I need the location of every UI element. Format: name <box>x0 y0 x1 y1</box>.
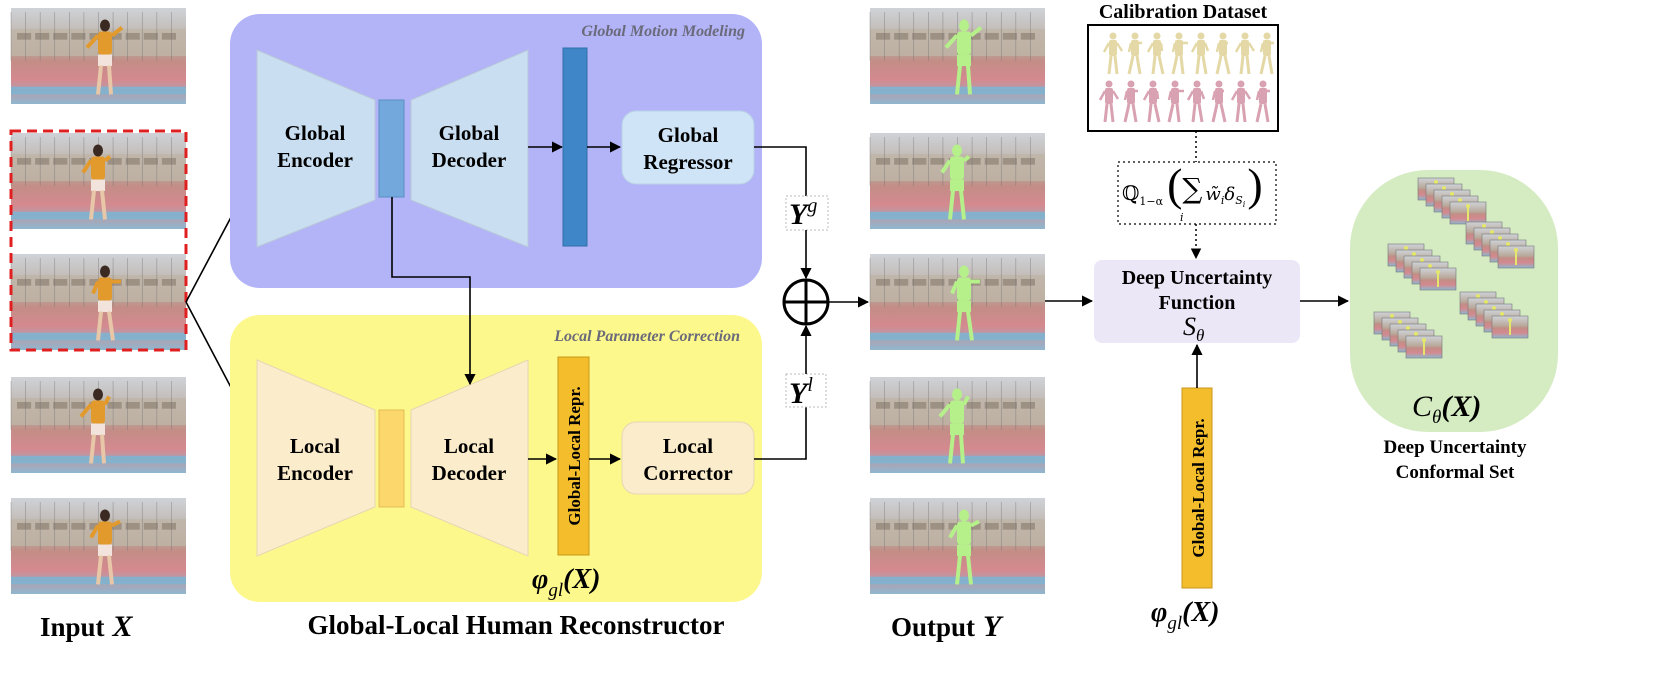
selected-frames-border <box>9 129 188 352</box>
calibration-body-figure <box>1211 80 1227 123</box>
input-frame <box>10 133 186 229</box>
output-frame <box>869 133 1045 229</box>
global-latent-block <box>378 99 405 198</box>
quantile-expression: ℚ1−α(∑w̃iδSi) <box>1122 159 1263 210</box>
conformal-frame-stack <box>1459 291 1529 339</box>
quantile-sum-index: i <box>1180 211 1184 224</box>
calibration-figures <box>1098 32 1274 123</box>
output-frames <box>869 8 1045 594</box>
calibration-body-figure <box>1142 80 1161 123</box>
arrow-global-latent-to-local-decoder <box>391 197 476 386</box>
calibration-body-figure <box>1171 32 1188 75</box>
uncertainty-repr-bar <box>1181 387 1213 589</box>
quantile-box <box>1117 161 1277 225</box>
input-frame <box>10 498 186 594</box>
local-panel-title: Local Parameter Correction <box>553 328 740 345</box>
calibration-body-figure <box>1230 80 1252 123</box>
line-local-corrector-out <box>754 407 807 460</box>
global-feature-bar <box>562 47 588 247</box>
conformal-symbol: Cθ(X) <box>1412 390 1481 428</box>
local-phi-expression: φgl(X) <box>532 564 601 601</box>
input-frames <box>10 8 186 594</box>
conformal-frame-stack <box>1417 177 1487 225</box>
plus-merge-icon <box>782 278 830 326</box>
global-encoder-shape <box>256 49 376 248</box>
calibration-body-figure <box>1215 32 1231 75</box>
input-frame <box>10 8 186 104</box>
calibration-body-figure <box>1255 80 1270 123</box>
output-frame <box>869 254 1045 350</box>
local-decoder-shape <box>410 359 529 557</box>
calibration-body-figure <box>1146 32 1165 75</box>
global-panel-title: Global Motion Modeling <box>581 23 745 40</box>
local-latent-block <box>378 409 405 508</box>
input-frame <box>10 377 186 473</box>
calibration-body-figure <box>1234 32 1256 75</box>
calibration-body-figure <box>1186 80 1206 123</box>
calibration-body-figure <box>1259 32 1274 75</box>
uncertainty-phi-expression: φgl(X) <box>1151 597 1220 634</box>
uncertainty-symbol: Sθ <box>1183 312 1204 345</box>
input-frame <box>10 254 186 350</box>
output-frame <box>869 498 1045 594</box>
reconstructor-caption: Global-Local Human Reconstructor <box>308 610 725 640</box>
output-frame <box>869 377 1045 473</box>
calibration-body-figure <box>1102 32 1124 75</box>
calibration-body-figure <box>1190 32 1210 75</box>
calibration-body-figure <box>1123 80 1138 123</box>
local-repr-bar <box>557 356 590 556</box>
uncertainty-repr-label: Global-Local Repr. <box>1189 418 1208 557</box>
line-global-regressor-out <box>754 146 807 196</box>
global-decoder-shape <box>410 49 529 248</box>
calibration-body-figure <box>1098 80 1120 123</box>
calibration-title: Calibration Dataset <box>1099 1 1268 23</box>
conformal-frame-stack <box>1465 221 1535 269</box>
conformal-frame-stacks <box>1373 177 1535 359</box>
deep-uncertainty-function-box[interactable] <box>1094 260 1300 343</box>
yg-label: Yg <box>789 195 817 231</box>
conformal-frame-stack <box>1373 311 1443 359</box>
yg-label-box <box>785 195 829 231</box>
local-repr-label: Global-Local Repr. <box>565 386 584 525</box>
local-encoder-shape <box>256 359 376 557</box>
calibration-body-figure <box>1127 32 1142 75</box>
conformal-frame-stack <box>1387 243 1457 291</box>
calibration-body-figure <box>1167 80 1184 123</box>
yl-label-box <box>785 373 827 408</box>
yl-label: Yl <box>789 374 813 410</box>
local-corrector-box[interactable] <box>621 421 755 495</box>
output-frame <box>869 8 1045 104</box>
